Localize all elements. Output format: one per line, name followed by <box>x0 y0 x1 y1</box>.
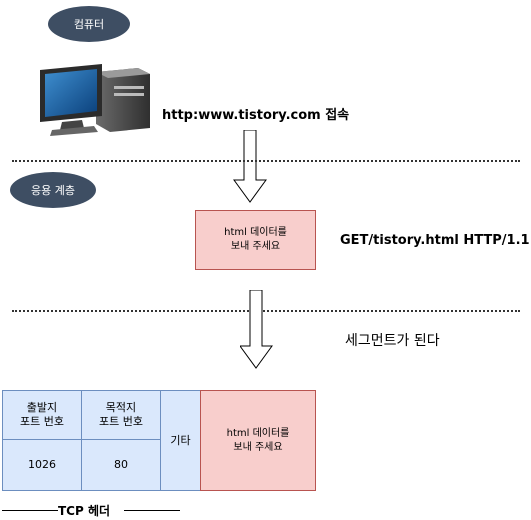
application-layer-pill: 응용 계층 <box>10 172 96 208</box>
other-fields-cell: 기타 <box>160 390 201 491</box>
caption-rule-right <box>124 510 180 511</box>
application-layer-label: 응용 계층 <box>31 184 75 197</box>
segment-label: 세그먼트가 된다 <box>345 333 440 349</box>
src-port-value-cell: 1026 <box>2 439 82 491</box>
down-arrow-icon <box>233 130 267 203</box>
computer-pill-label: 컴퓨터 <box>73 18 105 31</box>
computer-icon <box>40 64 150 136</box>
request-label: http:www.tistory.com 접속 <box>162 108 350 123</box>
payload-cell: html 데이터를 보내 주세요 <box>200 390 316 491</box>
caption-rule-left <box>2 510 58 511</box>
down-arrow-icon <box>240 290 273 369</box>
tcp-header-caption: TCP 헤더 <box>58 504 111 518</box>
layer-separator <box>12 310 520 312</box>
html-data-box: html 데이터를 보내 주세요 <box>195 210 316 270</box>
dst-port-header-cell: 목적지 포트 번호 <box>81 390 161 440</box>
http-request-line: GET/tistory.html HTTP/1.1 <box>340 233 530 248</box>
dst-port-value-cell: 80 <box>81 439 161 491</box>
computer-pill: 컴퓨터 <box>48 6 130 42</box>
src-port-header-cell: 출발지 포트 번호 <box>2 390 82 440</box>
layer-separator <box>12 160 520 162</box>
